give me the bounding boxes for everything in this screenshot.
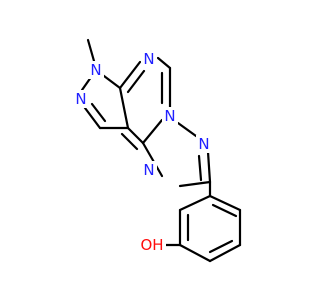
atom-hydroxyl: OH [140, 236, 163, 254]
bond-c7a-n7 [118, 60, 142, 90]
bond-ar6-ar1 [178, 194, 212, 212]
bond-ar1-ar2 [208, 194, 242, 212]
bond-n3-c2 [206, 150, 212, 184]
atom-n-bridge: N [164, 107, 175, 125]
bond-layer [80, 38, 242, 263]
atom-bg-n-triazole-left [141, 161, 157, 179]
bond-n2-c3 [83, 106, 102, 130]
atom-n-pyrimidine-top: N [143, 50, 154, 68]
bond-ar4-ar5 [178, 243, 212, 263]
atom-n-methyl: N [90, 61, 101, 79]
bond-n4-n3 [176, 121, 198, 138]
atom-bg-n-pyrazole [73, 90, 89, 108]
atom-bg-n-methyl [88, 61, 104, 79]
atom-layer: N N N N N N OH [73, 50, 212, 254]
bond-c9-c3a-double [120, 132, 139, 151]
atom-bg-hydroxyl [139, 236, 166, 254]
bond-ar1-ar2-double [211, 203, 238, 218]
bond-n7-c8 [156, 56, 172, 70]
atom-n-triazole-right: N [198, 135, 209, 153]
atom-bg-n-triazole-right [196, 135, 212, 153]
bond-c7a-n7-double [126, 69, 146, 94]
atom-bg-n-pyrimidine-top [141, 50, 157, 68]
bond-ar3-ar4-double [208, 239, 234, 254]
bond-c9-c3a [126, 126, 145, 145]
bond-ar3-ar4 [208, 243, 242, 263]
molecule-structure: N N N N N N OH [73, 38, 242, 263]
atom-bg-n-bridge [162, 107, 178, 125]
bond-n4-c9 [141, 118, 164, 145]
bond-n1t-c9 [141, 141, 164, 178]
atom-n-pyrazole: N [75, 90, 86, 108]
bond-c3a-c7a [118, 86, 130, 130]
bond-c2-n1t [178, 180, 212, 188]
atom-n-triazole-left: N [143, 161, 154, 179]
bond-n2-c3-double [90, 102, 107, 123]
bond-n3-c2-double [197, 154, 203, 182]
